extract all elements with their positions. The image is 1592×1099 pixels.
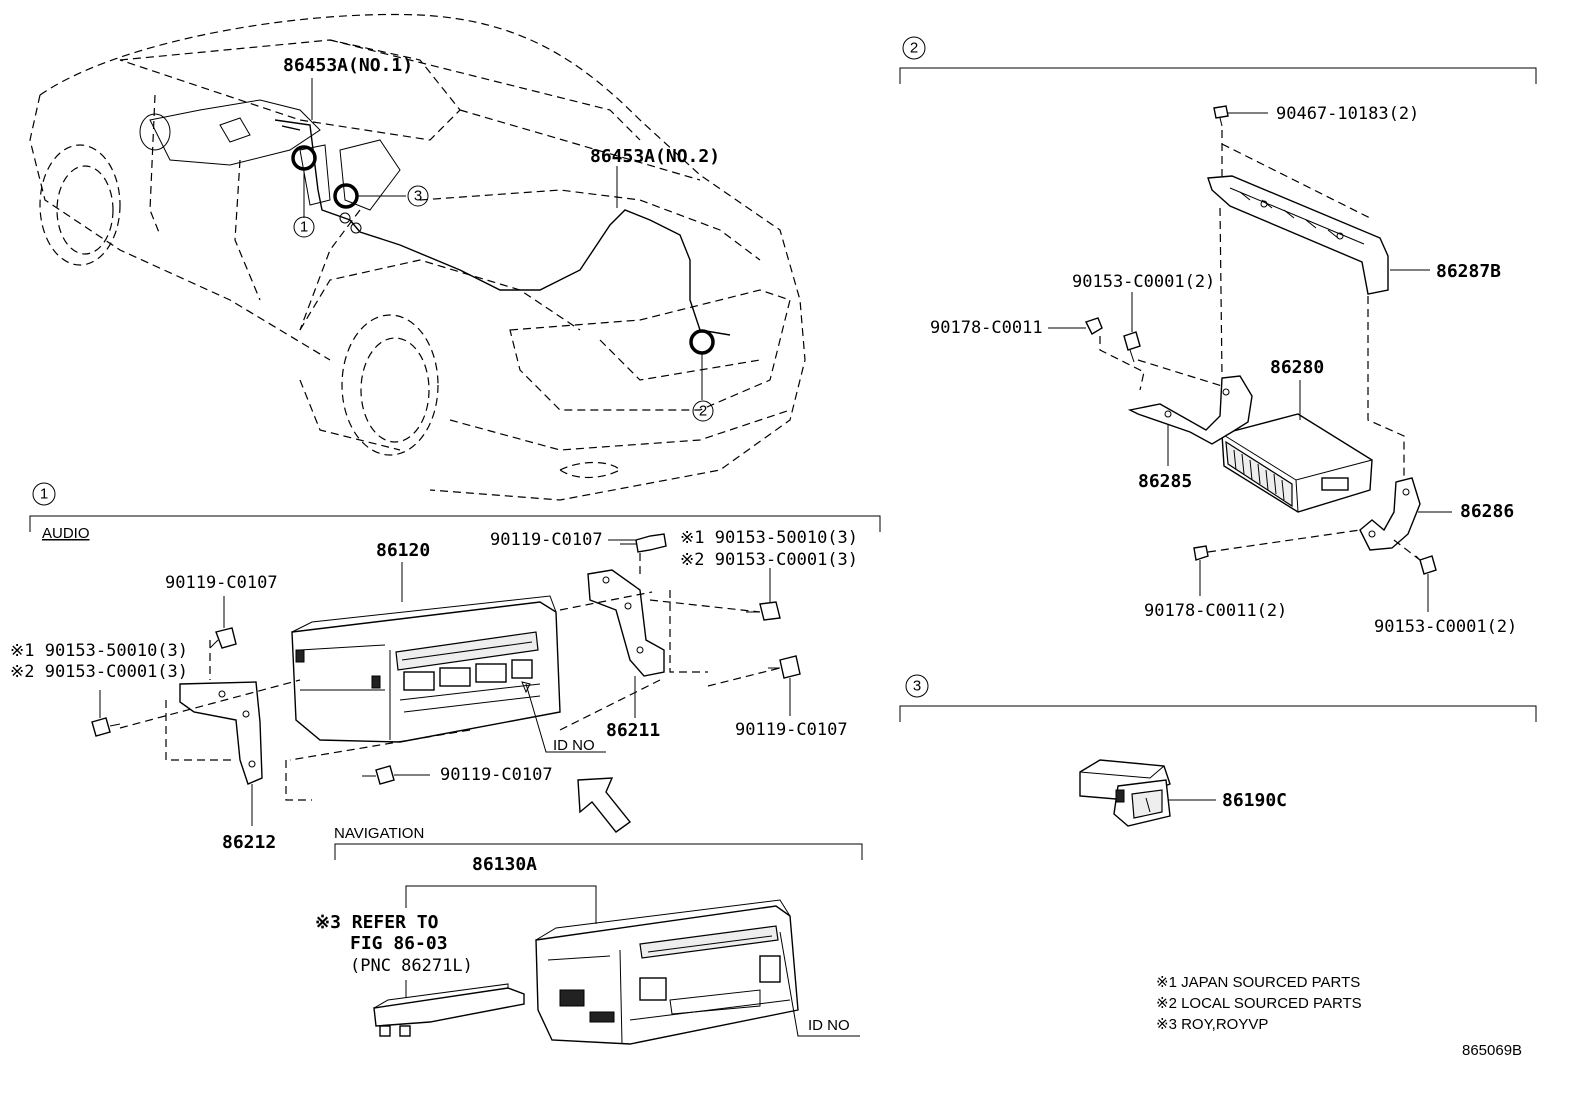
unit-86280-label: 86280 (1270, 357, 1324, 378)
navigation-module-86271L[interactable] (373, 983, 525, 1037)
antenna-no1-label: 86453A(NO.1) (283, 55, 413, 76)
refer-line3-label: (PNC 86271L) (350, 956, 473, 976)
part-86212-label: 86212 (222, 832, 276, 853)
section-2-header: 2 (899, 36, 1537, 84)
part-86130A-label: 86130A (472, 854, 537, 875)
section-1-header: 1 (29, 482, 881, 532)
screw-top-label: 90119-C0107 (490, 530, 603, 550)
bracket-86286[interactable] (1359, 477, 1421, 551)
navigation-unit[interactable] (535, 899, 799, 1045)
right-note2-label: ※2 90153-C0001(3) (680, 550, 858, 570)
bracket-86287B[interactable] (1207, 175, 1389, 295)
screw-90153-b-label: 90153-C0001(2) (1374, 617, 1517, 637)
nut-90178-b-label: 90178-C0011(2) (1144, 601, 1287, 621)
svg-text:3: 3 (414, 188, 422, 205)
audio-head-unit[interactable] (291, 595, 561, 743)
screw-bottom-label: 90119-C0107 (440, 765, 553, 785)
navigation-label: NAVIGATION (334, 825, 424, 842)
switch-86190C[interactable] (1079, 759, 1171, 827)
nut-90178-a-label: 90178-C0011 (930, 318, 1043, 338)
screw-left-lower[interactable] (91, 717, 121, 737)
svg-text:1: 1 (300, 219, 308, 236)
screw-right-label: 90119-C0107 (735, 720, 848, 740)
receiver-unit-86280[interactable] (1221, 413, 1373, 513)
screw-right-lower[interactable] (768, 655, 801, 679)
view-arrow (577, 777, 632, 833)
screw-bottom[interactable] (362, 765, 395, 785)
screw-right-upper[interactable] (746, 601, 781, 621)
callout-3-car[interactable]: 3 (407, 185, 429, 207)
screw-90153-b[interactable] (1415, 555, 1437, 575)
legend-note-2: ※2 LOCAL SOURCED PARTS (1156, 995, 1362, 1012)
screw-90467-label: 90467-10183(2) (1276, 104, 1419, 124)
id-no-audio-label: ID NO (553, 737, 595, 754)
section-3-header: 3 (899, 674, 1537, 722)
svg-text:2: 2 (699, 403, 707, 420)
navigation-bracket (334, 843, 863, 860)
section-2-number: 2 (910, 40, 918, 57)
bracket-86287B-label: 86287B (1436, 261, 1501, 282)
left-note2-label: ※2 90153-C0001(3) (10, 662, 188, 682)
car-illustration (29, 13, 806, 501)
id-no-nav-label: ID NO (808, 1017, 850, 1034)
section-3-number: 3 (913, 678, 921, 695)
switch-86190C-label: 86190C (1222, 790, 1287, 811)
audio-label: AUDIO (42, 525, 90, 542)
bracket-86285-label: 86285 (1138, 471, 1192, 492)
screw-90467[interactable] (1213, 105, 1229, 127)
screw-90153-a[interactable] (1123, 331, 1141, 363)
figure-id: 865069B (1462, 1042, 1522, 1059)
left-bracket-86212[interactable] (179, 681, 263, 785)
callout-1-car[interactable]: 1 (293, 216, 315, 238)
nut-90178-a[interactable] (1085, 317, 1103, 335)
part-86130A-leader (405, 885, 597, 924)
legend-note-3: ※3 ROY,ROYVP (1156, 1016, 1268, 1033)
screw-left-label: 90119-C0107 (165, 573, 278, 593)
bracket-86286-label: 86286 (1460, 501, 1514, 522)
left-note1-label: ※1 90153-50010(3) (10, 641, 188, 661)
part-86120-label: 86120 (376, 540, 430, 561)
section-1-number: 1 (40, 486, 48, 503)
refer-line1-label: ※3 REFER TO (315, 912, 439, 933)
antenna-no2-label: 86453A(NO.2) (590, 146, 720, 167)
screw-90153-a-label: 90153-C0001(2) (1072, 272, 1215, 292)
callout-2-car[interactable]: 2 (692, 400, 714, 422)
screw-left-upper[interactable] (209, 627, 237, 649)
refer-line2-label: FIG 86-03 (350, 933, 448, 954)
part-86211-label: 86211 (606, 720, 660, 741)
nut-90178-b[interactable] (1193, 545, 1209, 561)
bracket-86285[interactable] (1127, 375, 1253, 445)
section-2-assembly-lines (1099, 130, 1421, 561)
legend-note-1: ※1 JAPAN SOURCED PARTS (1156, 974, 1360, 991)
screw-top[interactable] (620, 533, 667, 553)
right-bracket-86211[interactable] (587, 569, 665, 677)
section-1-assembly-lines (119, 540, 781, 801)
right-note1-label: ※1 90153-50010(3) (680, 528, 858, 548)
